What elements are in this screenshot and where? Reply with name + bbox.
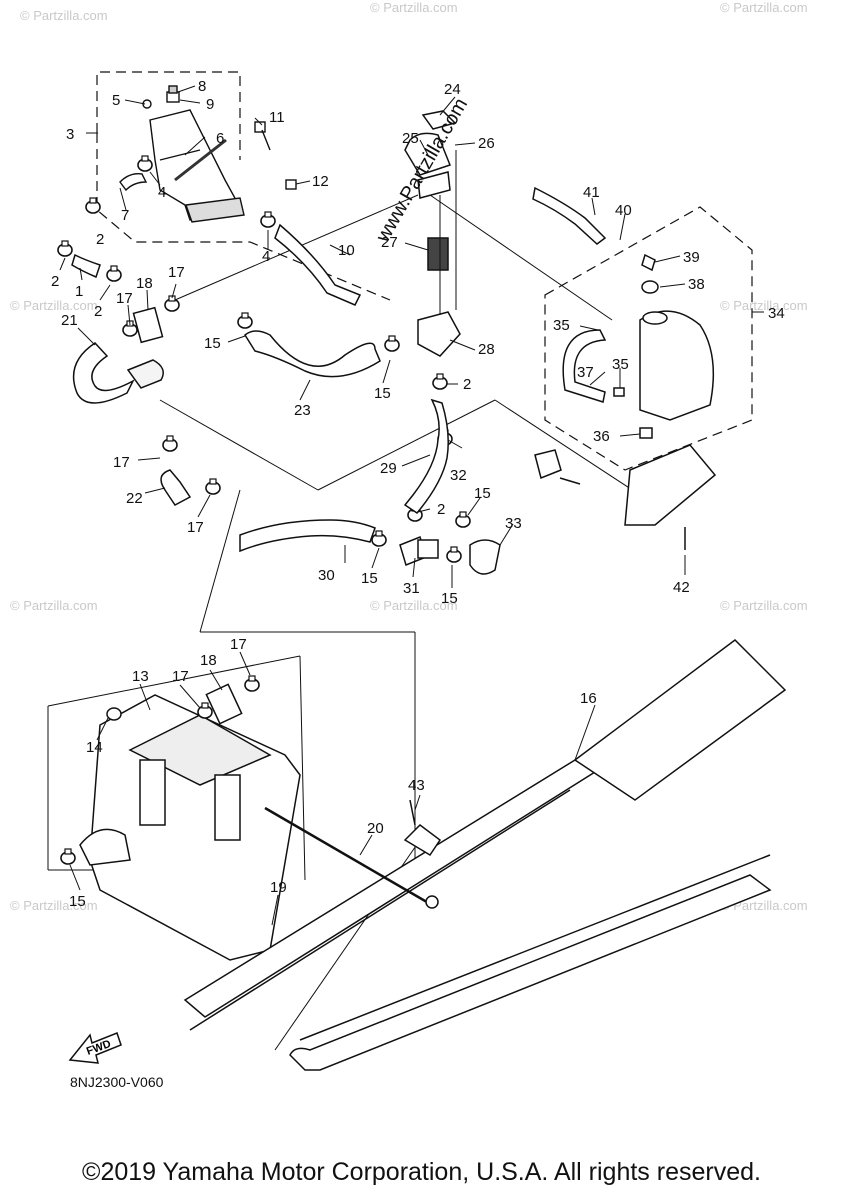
callout-7: 7 (121, 207, 129, 224)
callout-2: 2 (51, 273, 59, 290)
diagram-part-number: 8NJ2300-V060 (70, 1074, 164, 1090)
callout-15: 15 (441, 590, 458, 607)
callout-20: 20 (367, 820, 384, 837)
callout-39: 39 (683, 249, 700, 266)
callout-37: 37 (577, 364, 594, 381)
coolant-tank (532, 186, 717, 550)
callout-22: 22 (126, 490, 143, 507)
heat-exchanger (79, 683, 301, 961)
callout-35: 35 (553, 317, 570, 334)
watermark: © Partzilla.com (10, 898, 98, 913)
hoses-upper (71, 223, 381, 553)
callout-36: 36 (593, 428, 610, 445)
callout-17: 17 (172, 668, 189, 685)
callout-15: 15 (204, 335, 221, 352)
callout-23: 23 (294, 402, 311, 419)
callout-6: 6 (216, 130, 224, 147)
callout-35: 35 (612, 356, 629, 373)
watermark: © Partzilla.com (720, 298, 808, 313)
callout-17: 17 (230, 636, 247, 653)
watermark: © Partzilla.com (720, 0, 808, 15)
callout-15: 15 (69, 893, 86, 910)
callout-28: 28 (478, 341, 495, 358)
callout-26: 26 (478, 135, 495, 152)
callout-18: 18 (136, 275, 153, 292)
callout-32: 32 (450, 467, 467, 484)
callout-labels: 1 2 2 2 2 2 3 4 4 5 6 7 8 9 10 11 12 13 … (51, 78, 785, 910)
diagram-canvas: © Partzilla.com © Partzilla.com © Partzi… (10, 0, 808, 1071)
callout-15: 15 (474, 485, 491, 502)
callout-9: 9 (206, 96, 214, 113)
callout-8: 8 (198, 78, 206, 95)
callout-33: 33 (505, 515, 522, 532)
callout-17: 17 (168, 264, 185, 281)
callout-14: 14 (86, 739, 103, 756)
callout-25: 25 (402, 130, 419, 147)
reservoir-assembly (119, 85, 297, 223)
fwd-arrow-icon: FWD (68, 1032, 122, 1064)
rails (183, 639, 787, 1071)
callout-5: 5 (112, 92, 120, 109)
group-outlines (96, 71, 753, 471)
callout-30: 30 (318, 567, 335, 584)
group-box-tank (544, 206, 753, 471)
callout-19: 19 (270, 879, 287, 896)
watermark: © Partzilla.com (10, 598, 98, 613)
callout-17: 17 (187, 519, 204, 536)
callout-15: 15 (374, 385, 391, 402)
callout-18: 18 (200, 652, 217, 669)
callout-13: 13 (132, 668, 149, 685)
callout-11: 11 (269, 109, 285, 126)
callout-29: 29 (380, 460, 397, 477)
callout-2: 2 (94, 303, 102, 320)
callout-21: 21 (61, 312, 78, 329)
callout-1: 1 (75, 283, 83, 300)
callout-2: 2 (463, 376, 471, 393)
copyright-footer: ©2019 Yamaha Motor Corporation, U.S.A. A… (82, 1158, 761, 1186)
callout-12: 12 (312, 173, 329, 190)
watermark: © Partzilla.com (720, 598, 808, 613)
thermostat-housing (399, 110, 501, 575)
watermark: © Partzilla.com (20, 8, 108, 23)
callout-34: 34 (768, 305, 785, 322)
callout-38: 38 (688, 276, 705, 293)
callout-40: 40 (615, 202, 632, 219)
watermark: © Partzilla.com (370, 0, 458, 15)
callout-24: 24 (444, 81, 461, 98)
callout-16: 16 (580, 690, 597, 707)
callout-3: 3 (66, 126, 74, 143)
callout-27: 27 (381, 234, 398, 251)
watermark-group: © Partzilla.com © Partzilla.com © Partzi… (10, 0, 808, 913)
callout-31: 31 (403, 580, 420, 597)
callout-2: 2 (96, 231, 104, 248)
watermark: © Partzilla.com (10, 298, 98, 313)
callout-43: 43 (408, 777, 425, 794)
watermark: © Partzilla.com (370, 598, 458, 613)
group-box-reservoir (96, 71, 241, 160)
callout-2: 2 (437, 501, 445, 518)
callout-17: 17 (116, 290, 133, 307)
group-box-reservoir-lower (96, 133, 391, 301)
callout-4: 4 (158, 184, 166, 201)
callout-10: 10 (338, 242, 355, 259)
callout-leaders (59, 85, 686, 926)
callout-15: 15 (361, 570, 378, 587)
callout-17: 17 (113, 454, 130, 471)
callout-42: 42 (673, 579, 690, 596)
callout-4: 4 (262, 248, 270, 265)
callout-41: 41 (583, 184, 600, 201)
